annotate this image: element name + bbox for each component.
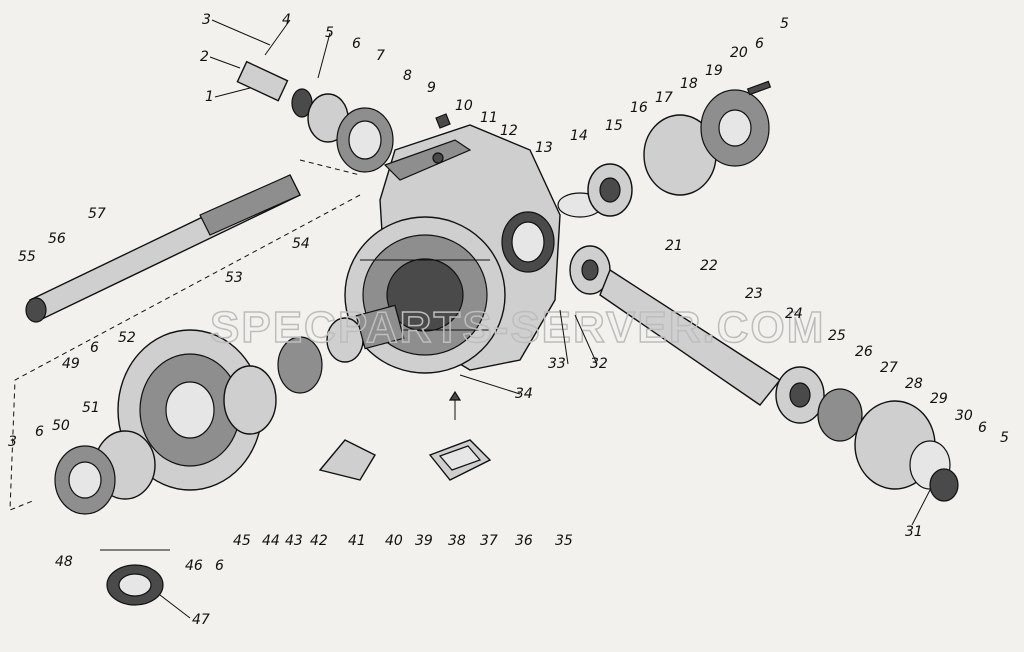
callout-50: 50 bbox=[52, 418, 70, 434]
callout-9: 9 bbox=[427, 80, 436, 96]
callout-47: 47 bbox=[192, 612, 210, 628]
callout-34: 34 bbox=[515, 386, 533, 402]
callout-32: 32 bbox=[590, 356, 608, 372]
leader-lines bbox=[100, 19, 931, 619]
callout-6f: 6 bbox=[35, 424, 44, 440]
left-cover-assembly bbox=[54, 304, 405, 606]
callout-51: 51 bbox=[82, 400, 100, 416]
callout-2: 2 bbox=[200, 49, 209, 65]
callout-56: 56 bbox=[48, 231, 66, 247]
callout-28: 28 bbox=[905, 376, 923, 392]
callout-3b: 3 bbox=[8, 434, 17, 450]
callout-16: 16 bbox=[630, 100, 648, 116]
bottom-plate bbox=[318, 390, 492, 481]
callout-6c: 6 bbox=[978, 420, 987, 436]
callout-43: 43 bbox=[285, 533, 303, 549]
callout-15: 15 bbox=[605, 118, 623, 134]
callout-23: 23 bbox=[745, 286, 763, 302]
lower-right-shaft bbox=[569, 245, 959, 502]
callout-3: 3 bbox=[202, 12, 211, 28]
callout-12: 12 bbox=[500, 123, 518, 139]
callout-37: 37 bbox=[480, 533, 498, 549]
callout-5b: 5 bbox=[780, 16, 789, 32]
callout-26: 26 bbox=[855, 344, 873, 360]
upper-right-bearings bbox=[557, 80, 772, 218]
callout-49: 49 bbox=[62, 356, 80, 372]
callout-35: 35 bbox=[555, 533, 573, 549]
callout-41: 41 bbox=[348, 533, 366, 549]
callout-10: 10 bbox=[455, 98, 473, 114]
callout-11: 11 bbox=[480, 110, 498, 126]
long-shaft bbox=[9, 159, 361, 511]
callout-5c: 5 bbox=[1000, 430, 1009, 446]
callout-57: 57 bbox=[88, 206, 106, 222]
callout-24: 24 bbox=[785, 306, 803, 322]
callout-27: 27 bbox=[880, 360, 898, 376]
callout-25: 25 bbox=[828, 328, 846, 344]
callout-1: 1 bbox=[205, 89, 214, 105]
callout-8: 8 bbox=[403, 68, 412, 84]
callout-14: 14 bbox=[570, 128, 588, 144]
callout-40: 40 bbox=[385, 533, 403, 549]
callout-29: 29 bbox=[930, 391, 948, 407]
callout-45: 45 bbox=[233, 533, 251, 549]
callout-30: 30 bbox=[955, 408, 973, 424]
callout-44: 44 bbox=[262, 533, 280, 549]
watermark: SPECPARTS-SERVER.COM bbox=[210, 303, 825, 352]
callout-54: 54 bbox=[292, 236, 310, 252]
callout-19: 19 bbox=[705, 63, 723, 79]
callout-42: 42 bbox=[310, 533, 328, 549]
callout-52: 52 bbox=[118, 330, 136, 346]
callout-13: 13 bbox=[535, 140, 553, 156]
callout-36: 36 bbox=[515, 533, 533, 549]
upper-input-shaft bbox=[236, 60, 451, 173]
callout-46: 46 bbox=[185, 558, 203, 574]
callout-38: 38 bbox=[448, 533, 466, 549]
callout-6: 6 bbox=[352, 36, 361, 52]
callout-33: 33 bbox=[548, 356, 566, 372]
callout-21: 21 bbox=[665, 238, 683, 254]
callout-18: 18 bbox=[680, 76, 698, 92]
callout-6b: 6 bbox=[755, 36, 764, 52]
callout-20: 20 bbox=[730, 45, 748, 61]
callout-17: 17 bbox=[655, 90, 673, 106]
callout-31: 31 bbox=[905, 524, 923, 540]
callout-48: 48 bbox=[55, 554, 73, 570]
callout-53: 53 bbox=[225, 270, 243, 286]
callout-6e: 6 bbox=[90, 340, 99, 356]
callout-4: 4 bbox=[282, 12, 291, 28]
callout-6d: 6 bbox=[215, 558, 224, 574]
callout-55: 55 bbox=[18, 249, 36, 265]
callout-7: 7 bbox=[376, 48, 385, 64]
callout-39: 39 bbox=[415, 533, 433, 549]
callout-22: 22 bbox=[700, 258, 718, 274]
